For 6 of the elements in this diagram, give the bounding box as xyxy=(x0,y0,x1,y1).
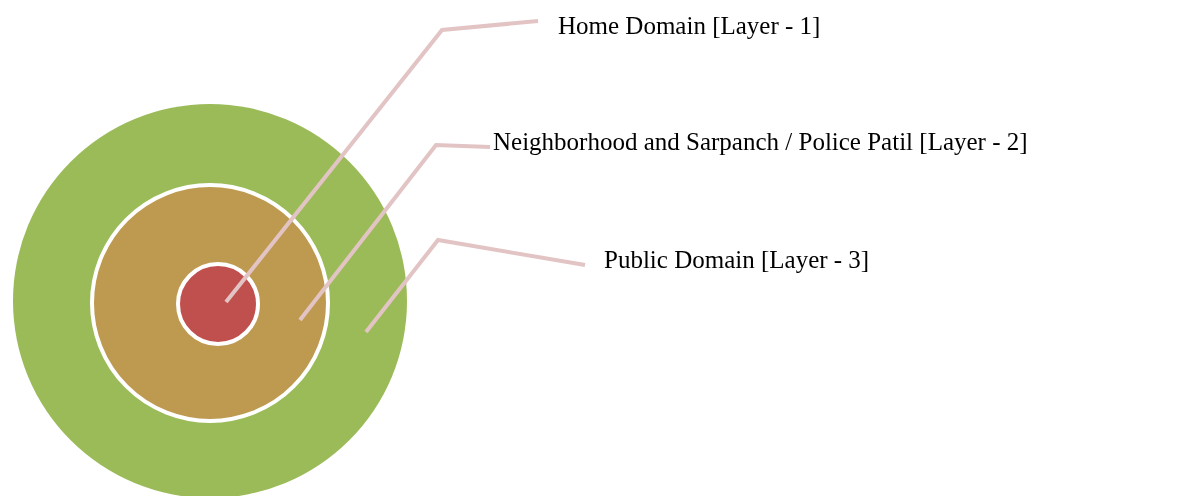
leader-line xyxy=(298,142,491,322)
leader-line xyxy=(224,19,539,304)
leader-line xyxy=(364,237,586,334)
layer-label: Neighborhood and Sarpanch / Police Patil [Layer - 2] xyxy=(493,128,1028,156)
layer-label: Public Domain [Layer - 3] xyxy=(604,246,870,274)
layer-label: Home Domain [Layer - 1] xyxy=(558,12,821,40)
